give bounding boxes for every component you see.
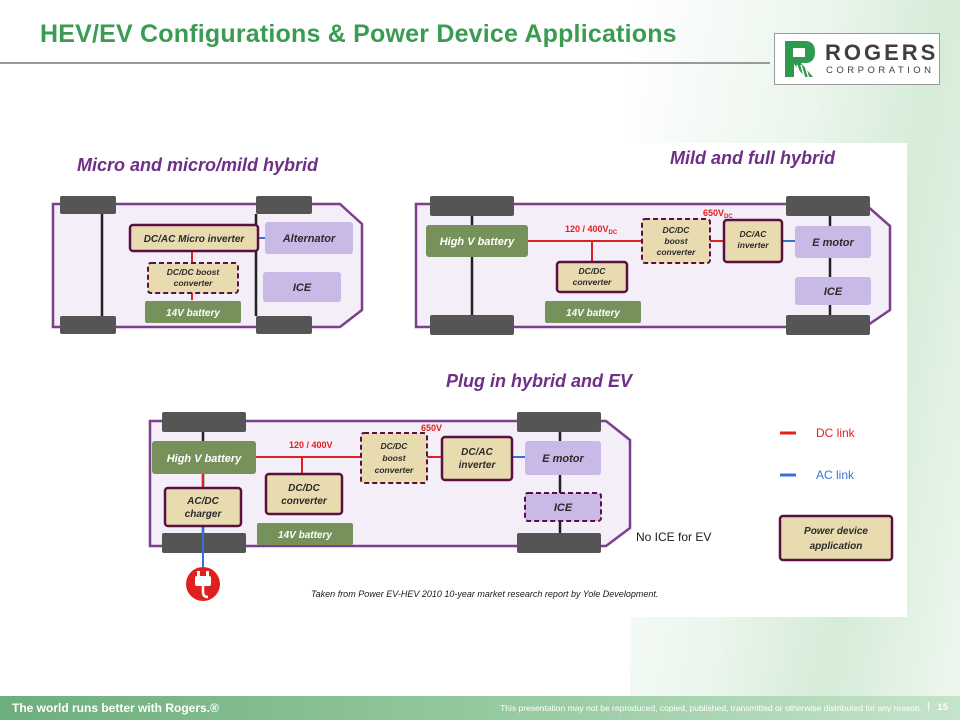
micro-wheel: [256, 196, 312, 214]
mild-heading: Mild and full hybrid: [670, 148, 836, 168]
mild-wheel: [430, 196, 514, 216]
plugin-emotor-label: E motor: [542, 453, 584, 465]
mild-hybrid-panel: Mild and full hybrid 120 / 400VDC 650VDC…: [414, 148, 892, 335]
micro-alternator-box: [265, 222, 353, 254]
legend-power-device-label: Power device: [804, 526, 868, 537]
plugin-wheel: [517, 533, 601, 553]
title-divider: [0, 62, 770, 64]
footer-bar: The world runs better with Rogers.® This…: [0, 696, 960, 720]
plugin-dcac-label: DC/AC: [461, 447, 493, 458]
rogers-logo: ROGERS CORPORATION: [774, 33, 940, 85]
micro-hybrid-panel: Micro and micro/mild hybrid DC/AC Micro …: [51, 155, 364, 334]
legend-dc-label: DC link: [816, 426, 856, 440]
mild-ice-label: ICE: [824, 286, 843, 298]
micro-battery-box: [145, 301, 241, 323]
mild-dcac-label: DC/AC: [740, 229, 768, 239]
legend: DC link AC link Power device application: [778, 426, 894, 562]
mild-emotor-label: E motor: [812, 237, 854, 249]
micro-heading: Micro and micro/mild hybrid: [77, 155, 319, 175]
mild-wheel: [786, 196, 870, 216]
plugin-dcac-box: [440, 435, 514, 482]
mild-battery-label: 14V battery: [566, 308, 620, 319]
plugin-boost-label: DC/DC: [381, 441, 409, 451]
mild-650v-label: 650VDC: [703, 208, 733, 220]
footer-tagline: The world runs better with Rogers.®: [12, 701, 219, 715]
mild-dcdc-label: converter: [573, 277, 612, 287]
mild-wheel: [430, 315, 514, 335]
mild-dcdc-box: [555, 260, 629, 294]
plugin-charger-label: charger: [185, 509, 223, 520]
plugin-boost-box: [360, 432, 428, 484]
mild-wheel: [786, 315, 870, 335]
plugin-dcdc-label: DC/DC: [288, 483, 320, 494]
micro-dcdc-box: [147, 262, 239, 294]
micro-wheel: [60, 316, 116, 334]
mild-hv-battery-box: [426, 225, 528, 257]
mild-dcac-box: [722, 218, 784, 264]
mild-boost-label: boost: [664, 236, 688, 246]
mild-battery-box: [545, 301, 641, 323]
micro-dcac-box: [128, 223, 260, 253]
legend-ac-label: AC link: [816, 468, 855, 482]
micro-ice-label: ICE: [293, 282, 312, 294]
plugin-dcac-label: inverter: [459, 460, 497, 471]
plugin-ice-box: [524, 492, 602, 522]
micro-dcac-label: DC/AC Micro inverter: [144, 234, 246, 245]
plugin-boost-label: converter: [375, 465, 414, 475]
micro-wheel: [60, 196, 116, 214]
plugin-wheel: [162, 412, 246, 432]
footer-notice: This presentation may not be reproduced,…: [500, 703, 922, 713]
plugin-charger-box: [163, 486, 243, 528]
micro-alternator-label: Alternator: [282, 233, 336, 245]
slide-title: HEV/EV Configurations & Power Device App…: [40, 20, 677, 48]
mild-boost-box: [641, 218, 711, 264]
mild-bus-label: 120 / 400VDC: [565, 224, 618, 236]
mild-boost-label: converter: [657, 247, 696, 257]
plugin-hv-battery-box: [152, 441, 256, 474]
plugin-650v-label: 650V: [421, 423, 442, 433]
plugin-emotor-box: [525, 441, 601, 475]
plugin-wheel: [517, 412, 601, 432]
mild-hv-battery-label: High V battery: [440, 236, 515, 248]
legend-power-device-box: [778, 514, 894, 562]
legend-power-device-label: application: [810, 541, 863, 552]
page-number: 15: [937, 702, 948, 713]
plugin-dcdc-label: converter: [281, 496, 328, 507]
source-citation: Taken from Power EV-HEV 2010 10-year mar…: [311, 589, 658, 599]
micro-ice-box: [263, 272, 341, 302]
plugin-bus-label: 120 / 400V: [289, 440, 333, 450]
plugin-charger-label: AC/DC: [186, 496, 219, 507]
plugin-hv-battery-label: High V battery: [167, 453, 242, 465]
plugin-battery-box: [257, 523, 353, 545]
plugin-dcdc-box: [264, 472, 344, 516]
plugin-heading: Plug in hybrid and EV: [446, 371, 634, 391]
logo-wordmark: ROGERS: [825, 40, 939, 65]
plugin-boost-label: boost: [382, 453, 406, 463]
mild-boost-label: DC/DC: [663, 225, 691, 235]
plugin-battery-label: 14V battery: [278, 530, 332, 541]
footer-separator: |: [927, 701, 930, 712]
plugin-no-ice-note: No ICE for EV: [636, 530, 711, 544]
micro-dcdc-label: converter: [174, 278, 213, 288]
rogers-logo-mark: [785, 41, 815, 80]
mild-dcac-label: inverter: [737, 240, 769, 250]
mild-ice-box: [795, 277, 871, 305]
plugin-ice-label: ICE: [554, 502, 573, 514]
power-plug-icon: [186, 567, 220, 601]
plugin-hybrid-panel: Plug in hybrid and EV 120 / 400V 650V Hi…: [148, 371, 711, 601]
micro-battery-label: 14V battery: [166, 308, 220, 319]
micro-wheel: [256, 316, 312, 334]
logo-subtitle: CORPORATION: [826, 65, 935, 76]
micro-dcdc-label: DC/DC boost: [167, 267, 221, 277]
mild-emotor-box: [795, 226, 871, 258]
mild-dcdc-label: DC/DC: [579, 266, 607, 276]
